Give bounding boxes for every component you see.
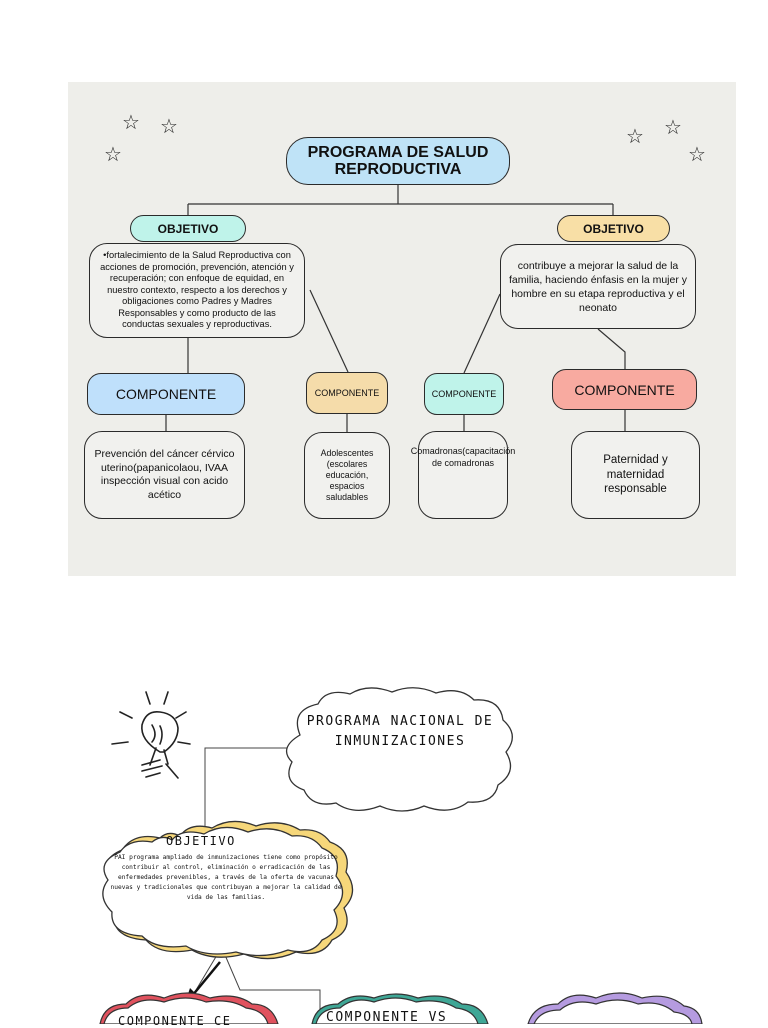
component-4-text: Paternidad y maternidad responsable: [571, 431, 700, 519]
objective-left-text: •fortalecimiento de la Salud Reproductiv…: [89, 243, 305, 338]
objective-left-label: OBJETIVO: [130, 215, 246, 242]
component-1-label: COMPONENTE: [87, 373, 245, 415]
star-icon: ☆: [104, 144, 122, 166]
cloud-objetivo-shape: [102, 820, 354, 960]
star-icon: ☆: [688, 144, 706, 166]
component-ce-label: COMPONENTE CE: [118, 1014, 232, 1028]
title-inmunizaciones: PROGRAMA NACIONAL DE INMUNIZACIONES: [306, 714, 494, 749]
star-icon: ☆: [160, 116, 178, 138]
star-icon: ☆: [664, 117, 682, 139]
component-vs-label: COMPONENTE VS: [326, 1010, 448, 1025]
objective-2-text: PAI programa ampliado de inmunizaciones …: [110, 854, 342, 901]
lightbulb-icon: [111, 691, 191, 779]
component-1-text: Prevención del cáncer cérvico uterino(pa…: [84, 431, 245, 519]
star-icon: ☆: [626, 126, 644, 148]
star-icon: ☆: [122, 112, 140, 134]
component-2-text: Adolescentes (escolares educación, espac…: [304, 432, 390, 519]
component-2-label: COMPONENTE: [306, 372, 388, 414]
objective-2-label: OBJETIVO: [166, 834, 236, 848]
component-3-label: COMPONENTE: [424, 373, 504, 415]
component-4-label: COMPONENTE: [552, 369, 697, 410]
title-salud-reproductiva: PROGRAMA DE SALUD REPRODUCTIVA: [286, 137, 510, 185]
cloud-title-shape: [285, 687, 513, 812]
objective-right-text: contribuye a mejorar la salud de la fami…: [500, 244, 696, 329]
objective-right-label: OBJETIVO: [557, 215, 670, 242]
component-3-text: Comadronas(capacitación de comadronas: [411, 431, 515, 519]
